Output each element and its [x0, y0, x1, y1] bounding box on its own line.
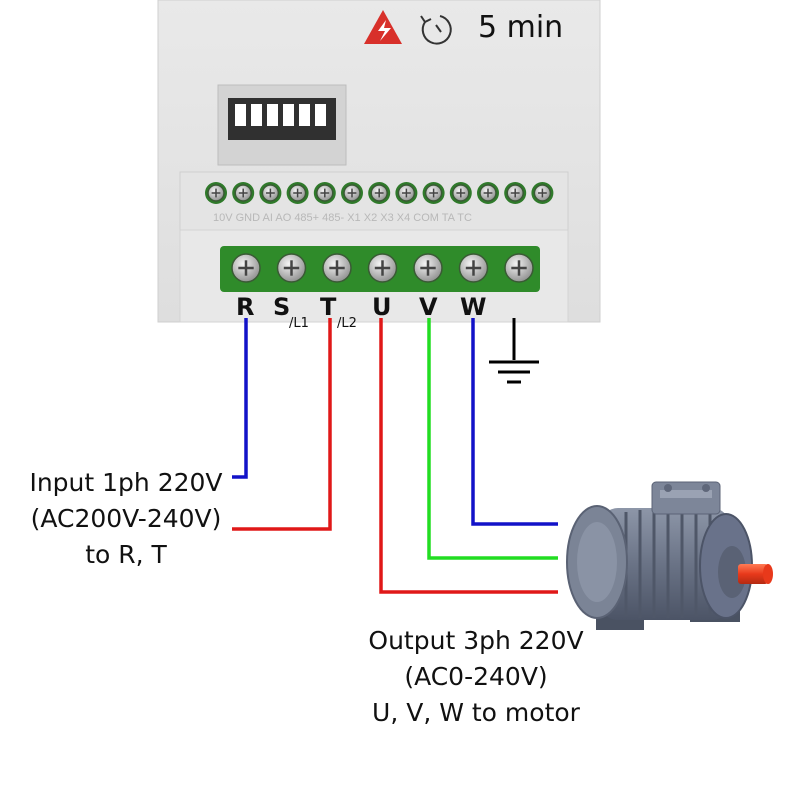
- wire-t-input: [232, 318, 332, 531]
- output-note-line3: U, V, W to motor: [372, 698, 581, 727]
- power-terminal-screw: [413, 253, 443, 283]
- wire-w-output: [471, 318, 558, 526]
- motor-image: [566, 481, 773, 630]
- input-note-line3: to R, T: [85, 540, 167, 569]
- wire-r-input: [232, 318, 248, 479]
- control-terminal-screw: [234, 184, 252, 202]
- control-terminal-screw: [288, 184, 307, 202]
- control-terminal-screw: [343, 184, 361, 202]
- power-terminal-screw: [504, 253, 534, 283]
- control-terminal-screw: [207, 184, 225, 202]
- inverter-housing: 10V GND AI AO 485+ 485- X1 X2 X3 X4 COM …: [157, 0, 601, 323]
- terminal-w-label: W: [460, 293, 486, 321]
- power-terminal-screws: [231, 253, 534, 283]
- terminal-v-label: V: [419, 293, 438, 321]
- output-note-line2: (AC0-240V): [404, 662, 547, 691]
- terminal-t-sub-label: /L2: [337, 316, 357, 331]
- terminal-u-label: U: [372, 293, 392, 321]
- control-terminal-screw: [261, 184, 280, 202]
- control-terminal-screw: [479, 184, 497, 202]
- warning-label: 5 min: [364, 10, 563, 45]
- control-terminal-labels: 10V GND AI AO 485+ 485- X1 X2 X3 X4 COM …: [213, 212, 472, 224]
- control-terminal-screw: [506, 184, 524, 202]
- power-terminal-screw: [231, 253, 261, 283]
- timer-icon: [420, 15, 452, 45]
- power-terminal-screw: [458, 253, 489, 283]
- ground-icon: [489, 318, 539, 384]
- input-note-line2: (AC200V-240V): [31, 504, 222, 533]
- power-terminal-labels: R S /L1 T /L2 U V W: [236, 293, 486, 331]
- power-terminal-screw: [276, 253, 307, 283]
- output-note: Output 3ph 220V (AC0-240V) U, V, W to mo…: [368, 626, 583, 727]
- dip-switch: [217, 84, 347, 166]
- output-note-line1: Output 3ph 220V: [368, 626, 583, 655]
- control-terminal-screw: [397, 184, 416, 202]
- control-terminal-screw: [316, 184, 334, 202]
- wire-u-output: [379, 318, 558, 594]
- input-note: Input 1ph 220V (AC200V-240V) to R, T: [29, 468, 222, 569]
- control-terminal-screw: [533, 184, 552, 202]
- control-terminal-screw: [424, 184, 443, 202]
- wires: [232, 318, 558, 594]
- power-terminal-screw: [367, 253, 398, 283]
- control-terminal-screw: [452, 184, 470, 202]
- terminal-r-label: R: [236, 293, 254, 321]
- terminal-s-sub-label: /L1: [289, 316, 309, 331]
- control-terminal-screw: [370, 184, 388, 202]
- power-terminal-screw: [322, 253, 352, 283]
- input-note-line1: Input 1ph 220V: [29, 468, 222, 497]
- wire-v-output: [427, 318, 558, 560]
- motor-shaft: [738, 564, 768, 584]
- discharge-time-label: 5 min: [478, 10, 563, 45]
- control-terminal-screws: [205, 182, 554, 204]
- terminal-t-label: T: [320, 293, 337, 321]
- terminal-s-label: S: [273, 293, 290, 321]
